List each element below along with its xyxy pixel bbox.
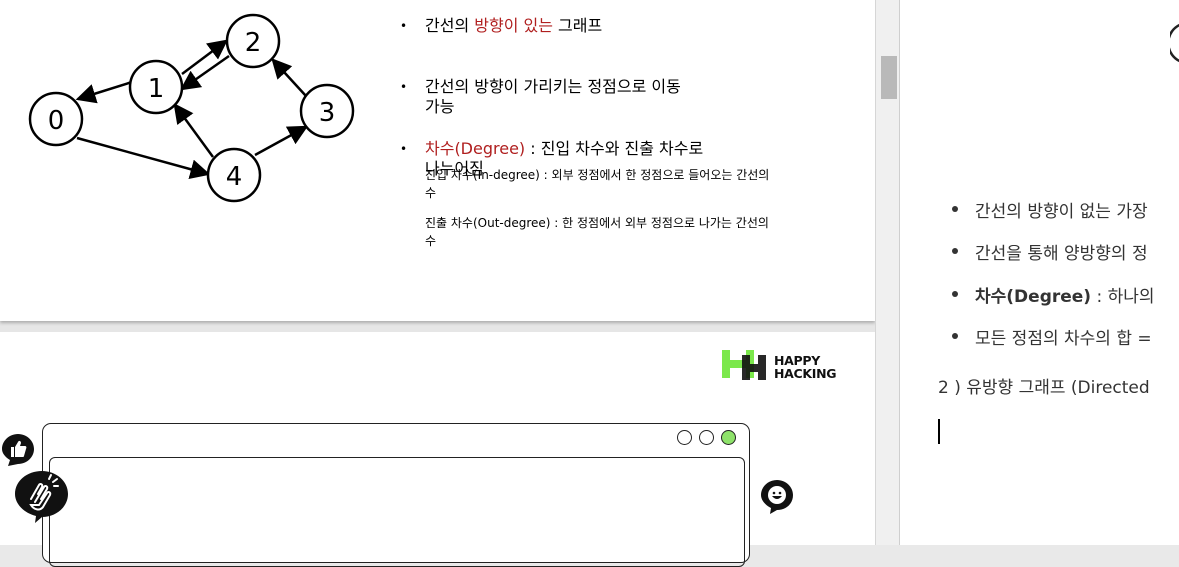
directed-graph-diagram: 0 1 2 3 4 [28, 13, 355, 203]
node-label: 4 [226, 162, 243, 192]
window-dot [699, 430, 714, 445]
sub-item-text: 진출 차수(Out-degree) : 한 정점에서 외부 정점으로 나가는 간… [425, 216, 769, 230]
edge-2-1 [179, 54, 230, 91]
sub-item-in-degree: 진입 차수(In-degree) : 외부 정점에서 한 정점으로 들어오는 간… [425, 166, 845, 202]
bullet-text: 간선의 방향이 가리키는 정점으로 이동 [425, 77, 681, 96]
bullet-text: : 진입 차수와 진출 차수로 [525, 139, 704, 158]
circle-mark-partial [1170, 23, 1179, 63]
window-dot [677, 430, 692, 445]
graph-node-2: 2 [225, 13, 281, 69]
doc-bullet [952, 291, 958, 297]
document-pane[interactable] [900, 0, 1179, 545]
bullet-highlight: 차수(Degree) [425, 139, 526, 158]
doc-list-item: 차수(Degree) : 하나의 [975, 282, 1155, 307]
edge-0-4 [76, 136, 211, 180]
sub-item-text: 수 [425, 186, 437, 200]
doc-heading-directed-graph: 2 ) 유방향 그래프 (Directed [938, 378, 1150, 398]
browser-window-illustration [42, 423, 750, 567]
node-label: 1 [148, 74, 165, 104]
edge-1-2 [181, 39, 228, 75]
clap-icon[interactable] [13, 469, 71, 524]
edge-3-2 [271, 58, 307, 97]
thumbs-up-icon[interactable] [0, 432, 36, 468]
doc-bullet [952, 333, 958, 339]
doc-list-item: 간선을 통해 양방향의 정 [975, 244, 1148, 264]
slide-panel: 0 1 2 3 4 • 간선의 방향이 있는 그래프 • 간선의 방향이 가리키… [0, 0, 875, 567]
graph-node-0: 0 [28, 91, 84, 147]
logo-text-hacking: HACKING [774, 366, 837, 381]
bullet-text: 나누어짐 [425, 159, 484, 178]
logo-text-happy: HAPPY [774, 353, 821, 368]
bullet-dot: • [400, 19, 408, 33]
node-label: 2 [245, 28, 262, 58]
node-label: 3 [319, 98, 336, 128]
doc-text: : 하나의 [1091, 287, 1155, 307]
slide-panel-scrollbar[interactable] [875, 0, 900, 545]
scrollbar-thumb[interactable] [881, 56, 897, 99]
sub-item-text: 수 [425, 234, 437, 248]
graph-node-1: 1 [128, 59, 184, 115]
bullet-dot: • [400, 142, 408, 156]
bullet-text: 그래프 [552, 16, 603, 35]
edge-1-0 [75, 80, 133, 104]
bullet-highlight: 방향이 있는 [474, 16, 553, 35]
text-cursor [938, 419, 940, 444]
node-label: 0 [48, 106, 65, 136]
slide-directed-graph[interactable]: 0 1 2 3 4 • 간선의 방향이 있는 그래프 • 간선의 방향이 가리키… [0, 0, 875, 321]
doc-bullet [952, 248, 958, 254]
bullet-dot: • [400, 80, 408, 94]
window-dot-green [721, 430, 736, 445]
doc-bullet [952, 206, 958, 212]
sub-item-text: 진입 차수(In-degree) : 외부 정점에서 한 정점으로 들어오는 간… [425, 168, 770, 182]
browser-content-area [49, 457, 745, 567]
smile-icon[interactable] [759, 479, 795, 515]
edge-4-3 [254, 125, 309, 157]
doc-bold-text: 차수(Degree) [975, 287, 1092, 307]
bullet-text: 가능 [425, 97, 455, 116]
bullet-text: 간선의 [425, 16, 475, 35]
graph-node-3: 3 [299, 83, 355, 139]
edge-4-1 [173, 102, 215, 158]
doc-list-item: 간선의 방향이 없는 가장 [975, 202, 1148, 222]
sub-item-out-degree: 진출 차수(Out-degree) : 한 정점에서 외부 정점으로 나가는 간… [425, 214, 845, 250]
doc-list-item: 모든 정점의 차수의 합 = [975, 329, 1152, 349]
happy-hacking-logo [722, 350, 766, 380]
graph-node-4: 4 [206, 147, 262, 203]
